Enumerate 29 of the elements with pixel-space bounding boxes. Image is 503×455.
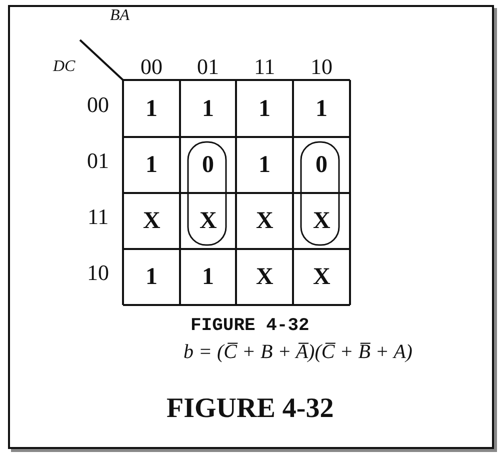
map-cell-value: 1 bbox=[146, 265, 158, 289]
map-cell-value: X bbox=[256, 209, 274, 233]
map-cell-value: X bbox=[143, 209, 160, 233]
variable-label: DC bbox=[53, 59, 76, 75]
row-header: 10 bbox=[87, 262, 109, 284]
map-cell-value: 1 bbox=[146, 153, 158, 177]
column-header: 01 bbox=[197, 56, 219, 78]
variable-label: BA bbox=[110, 8, 130, 24]
column-header: 11 bbox=[254, 56, 276, 78]
map-cell-value: X bbox=[313, 209, 330, 233]
map-cell-value: X bbox=[313, 265, 330, 289]
figure-caption: FIGURE 4-32 bbox=[190, 317, 310, 335]
boolean-expression: b = (C̅ + B + A̅)(C̅ + B̅ + A) bbox=[184, 342, 412, 362]
column-header: 10 bbox=[310, 56, 332, 78]
row-header: 00 bbox=[87, 94, 109, 116]
map-cell-value: 1 bbox=[258, 96, 270, 120]
row-header: 01 bbox=[87, 150, 109, 172]
map-cell-value: 0 bbox=[202, 153, 214, 177]
row-header: 11 bbox=[88, 206, 109, 228]
map-cell-value: 1 bbox=[258, 153, 270, 177]
map-cell-value: 1 bbox=[202, 96, 214, 120]
map-cell-value: 1 bbox=[146, 96, 158, 120]
map-cell-value: X bbox=[200, 209, 217, 233]
column-header: 00 bbox=[140, 56, 162, 78]
map-cell-value: 1 bbox=[316, 96, 328, 120]
map-cell-value: 0 bbox=[316, 153, 328, 177]
map-cell-value: X bbox=[256, 265, 274, 289]
map-cell-value: 1 bbox=[202, 265, 214, 289]
figure-caption: FIGURE 4-32 bbox=[166, 395, 334, 423]
